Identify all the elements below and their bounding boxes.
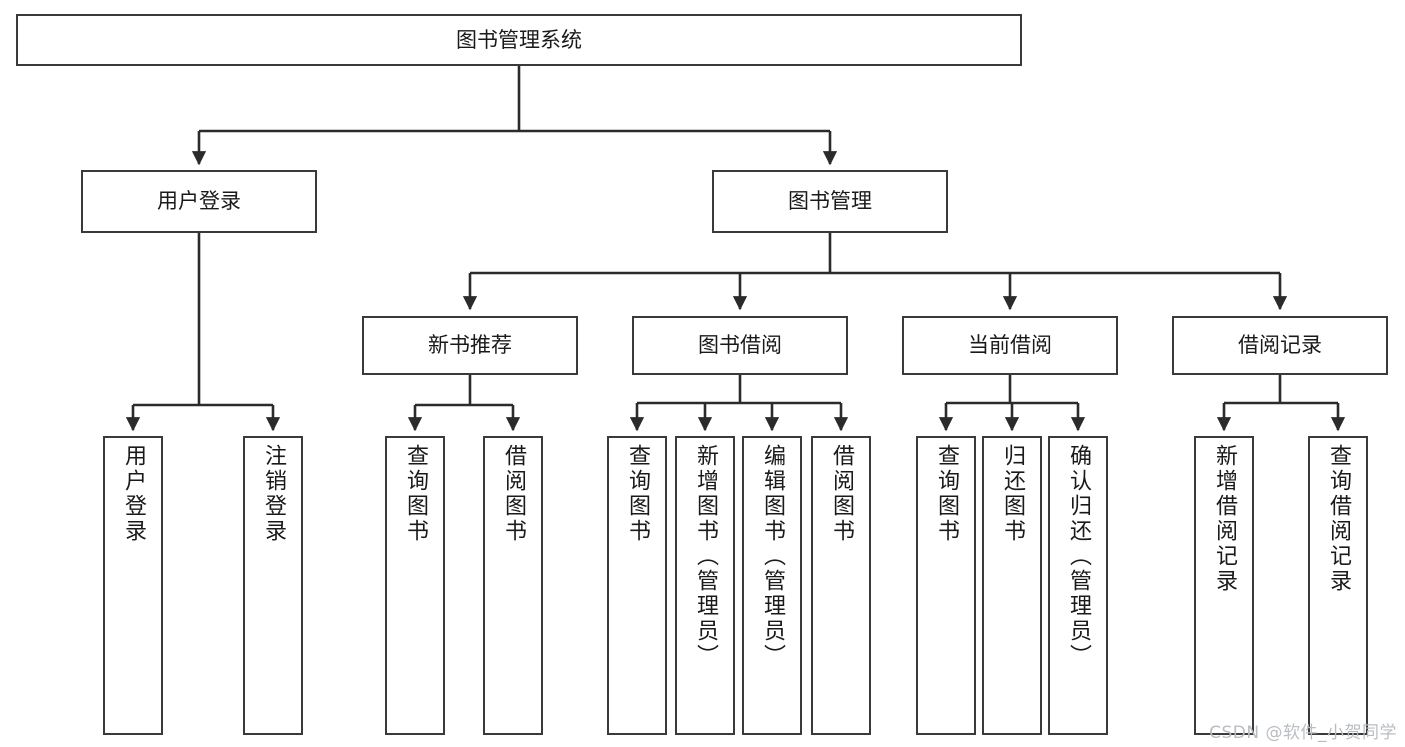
node-label: 图书借阅 (698, 333, 782, 358)
node-label: 查询借阅记录 (1325, 444, 1351, 594)
node-borrow-record[interactable]: 借阅记录 (1172, 316, 1388, 375)
node-label: 查询图书 (402, 444, 428, 544)
leaf-record-query-borrow-record[interactable]: 查询借阅记录 (1308, 436, 1368, 735)
node-label: 确认归还（管理员） (1065, 444, 1091, 669)
node-user-login[interactable]: 用户登录 (81, 170, 317, 233)
node-label: 借阅图书 (828, 444, 854, 544)
node-label: 当前借阅 (968, 333, 1052, 358)
leaf-user-logout[interactable]: 注销登录 (243, 436, 303, 735)
leaf-borrow-edit-book-admin[interactable]: 编辑图书（管理员） (742, 436, 802, 735)
node-book-borrow[interactable]: 图书借阅 (632, 316, 848, 375)
leaf-borrow-query-book[interactable]: 查询图书 (607, 436, 667, 735)
node-label: 新增图书（管理员） (692, 444, 718, 669)
leaf-user-login[interactable]: 用户登录 (103, 436, 163, 735)
node-root-system[interactable]: 图书管理系统 (16, 14, 1022, 66)
leaf-recommend-borrow-book[interactable]: 借阅图书 (483, 436, 543, 735)
leaf-recommend-query-book[interactable]: 查询图书 (385, 436, 445, 735)
node-label: 查询图书 (933, 444, 959, 544)
leaf-record-add-borrow-record[interactable]: 新增借阅记录 (1194, 436, 1254, 735)
leaf-borrow-borrow-book[interactable]: 借阅图书 (811, 436, 871, 735)
leaf-current-return-book[interactable]: 归还图书 (982, 436, 1042, 735)
node-label: 图书管理系统 (456, 27, 582, 52)
node-label: 新书推荐 (428, 333, 512, 358)
node-label: 用户登录 (120, 444, 146, 544)
node-label: 借阅记录 (1238, 333, 1322, 358)
leaf-borrow-add-book-admin[interactable]: 新增图书（管理员） (675, 436, 735, 735)
node-label: 注销登录 (260, 444, 286, 544)
node-new-book-recommend[interactable]: 新书推荐 (362, 316, 578, 375)
node-label: 图书管理 (788, 189, 872, 214)
leaf-current-confirm-return-admin[interactable]: 确认归还（管理员） (1048, 436, 1108, 735)
node-label: 归还图书 (999, 444, 1025, 544)
node-current-borrow[interactable]: 当前借阅 (902, 316, 1118, 375)
node-label: 新增借阅记录 (1211, 444, 1237, 594)
node-label: 查询图书 (624, 444, 650, 544)
leaf-current-query-book[interactable]: 查询图书 (916, 436, 976, 735)
node-book-management[interactable]: 图书管理 (712, 170, 948, 233)
node-label: 用户登录 (157, 189, 241, 214)
node-label: 借阅图书 (500, 444, 526, 544)
node-label: 编辑图书（管理员） (759, 444, 785, 669)
